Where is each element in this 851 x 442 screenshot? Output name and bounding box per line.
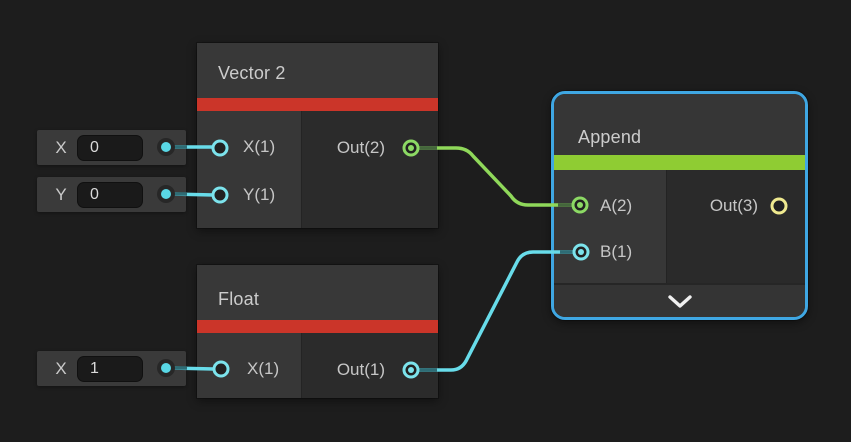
node-float[interactable]: Float X(1) Out(1) (197, 265, 438, 398)
node-float-accent-bar (197, 320, 438, 333)
node-append-input-column (554, 170, 667, 283)
widget-vector2-x: X (37, 130, 186, 165)
port-label-b1: B(1) (600, 242, 633, 261)
node-append-output-column (667, 170, 805, 283)
node-append-title: Append (554, 94, 805, 155)
chevron-down-icon (667, 295, 692, 308)
float-x-value-input[interactable] (77, 355, 143, 382)
node-append-collapse-button[interactable] (554, 283, 805, 317)
node-vector2[interactable]: Vector 2 X(1) Y(1) Out(2) (197, 43, 438, 228)
widget-vector2-y: Y (37, 177, 186, 212)
widget-float-x-label: X (55, 358, 67, 378)
node-vector2-body (197, 111, 438, 228)
port-label-a2: A(2) (600, 196, 633, 215)
node-vector2-input-column (197, 111, 302, 228)
port-label-out3: Out(3) (709, 196, 758, 215)
widget-y-label: Y (55, 184, 67, 204)
node-append[interactable]: Append A(2) B(1) Out(3) (551, 91, 808, 320)
port-label-out1: Out(1) (336, 360, 385, 379)
vector2-y-value-input[interactable] (77, 181, 143, 208)
node-vector2-title: Vector 2 (197, 43, 438, 98)
port-label-out2: Out(2) (336, 138, 385, 157)
vector2-x-value-input[interactable] (77, 134, 143, 161)
widget-float-x: X (37, 351, 186, 386)
node-vector2-accent-bar (197, 98, 438, 111)
port-label-y1: Y(1) (243, 185, 276, 204)
node-float-title: Float (197, 265, 438, 320)
node-float-body (197, 333, 438, 398)
node-vector2-output-column (302, 111, 438, 228)
node-append-accent-bar (554, 155, 805, 170)
widget-x-label: X (55, 137, 67, 157)
node-append-body (554, 170, 805, 283)
port-label-float-x1: X(1) (247, 359, 280, 378)
port-label-x1: X(1) (243, 137, 276, 156)
